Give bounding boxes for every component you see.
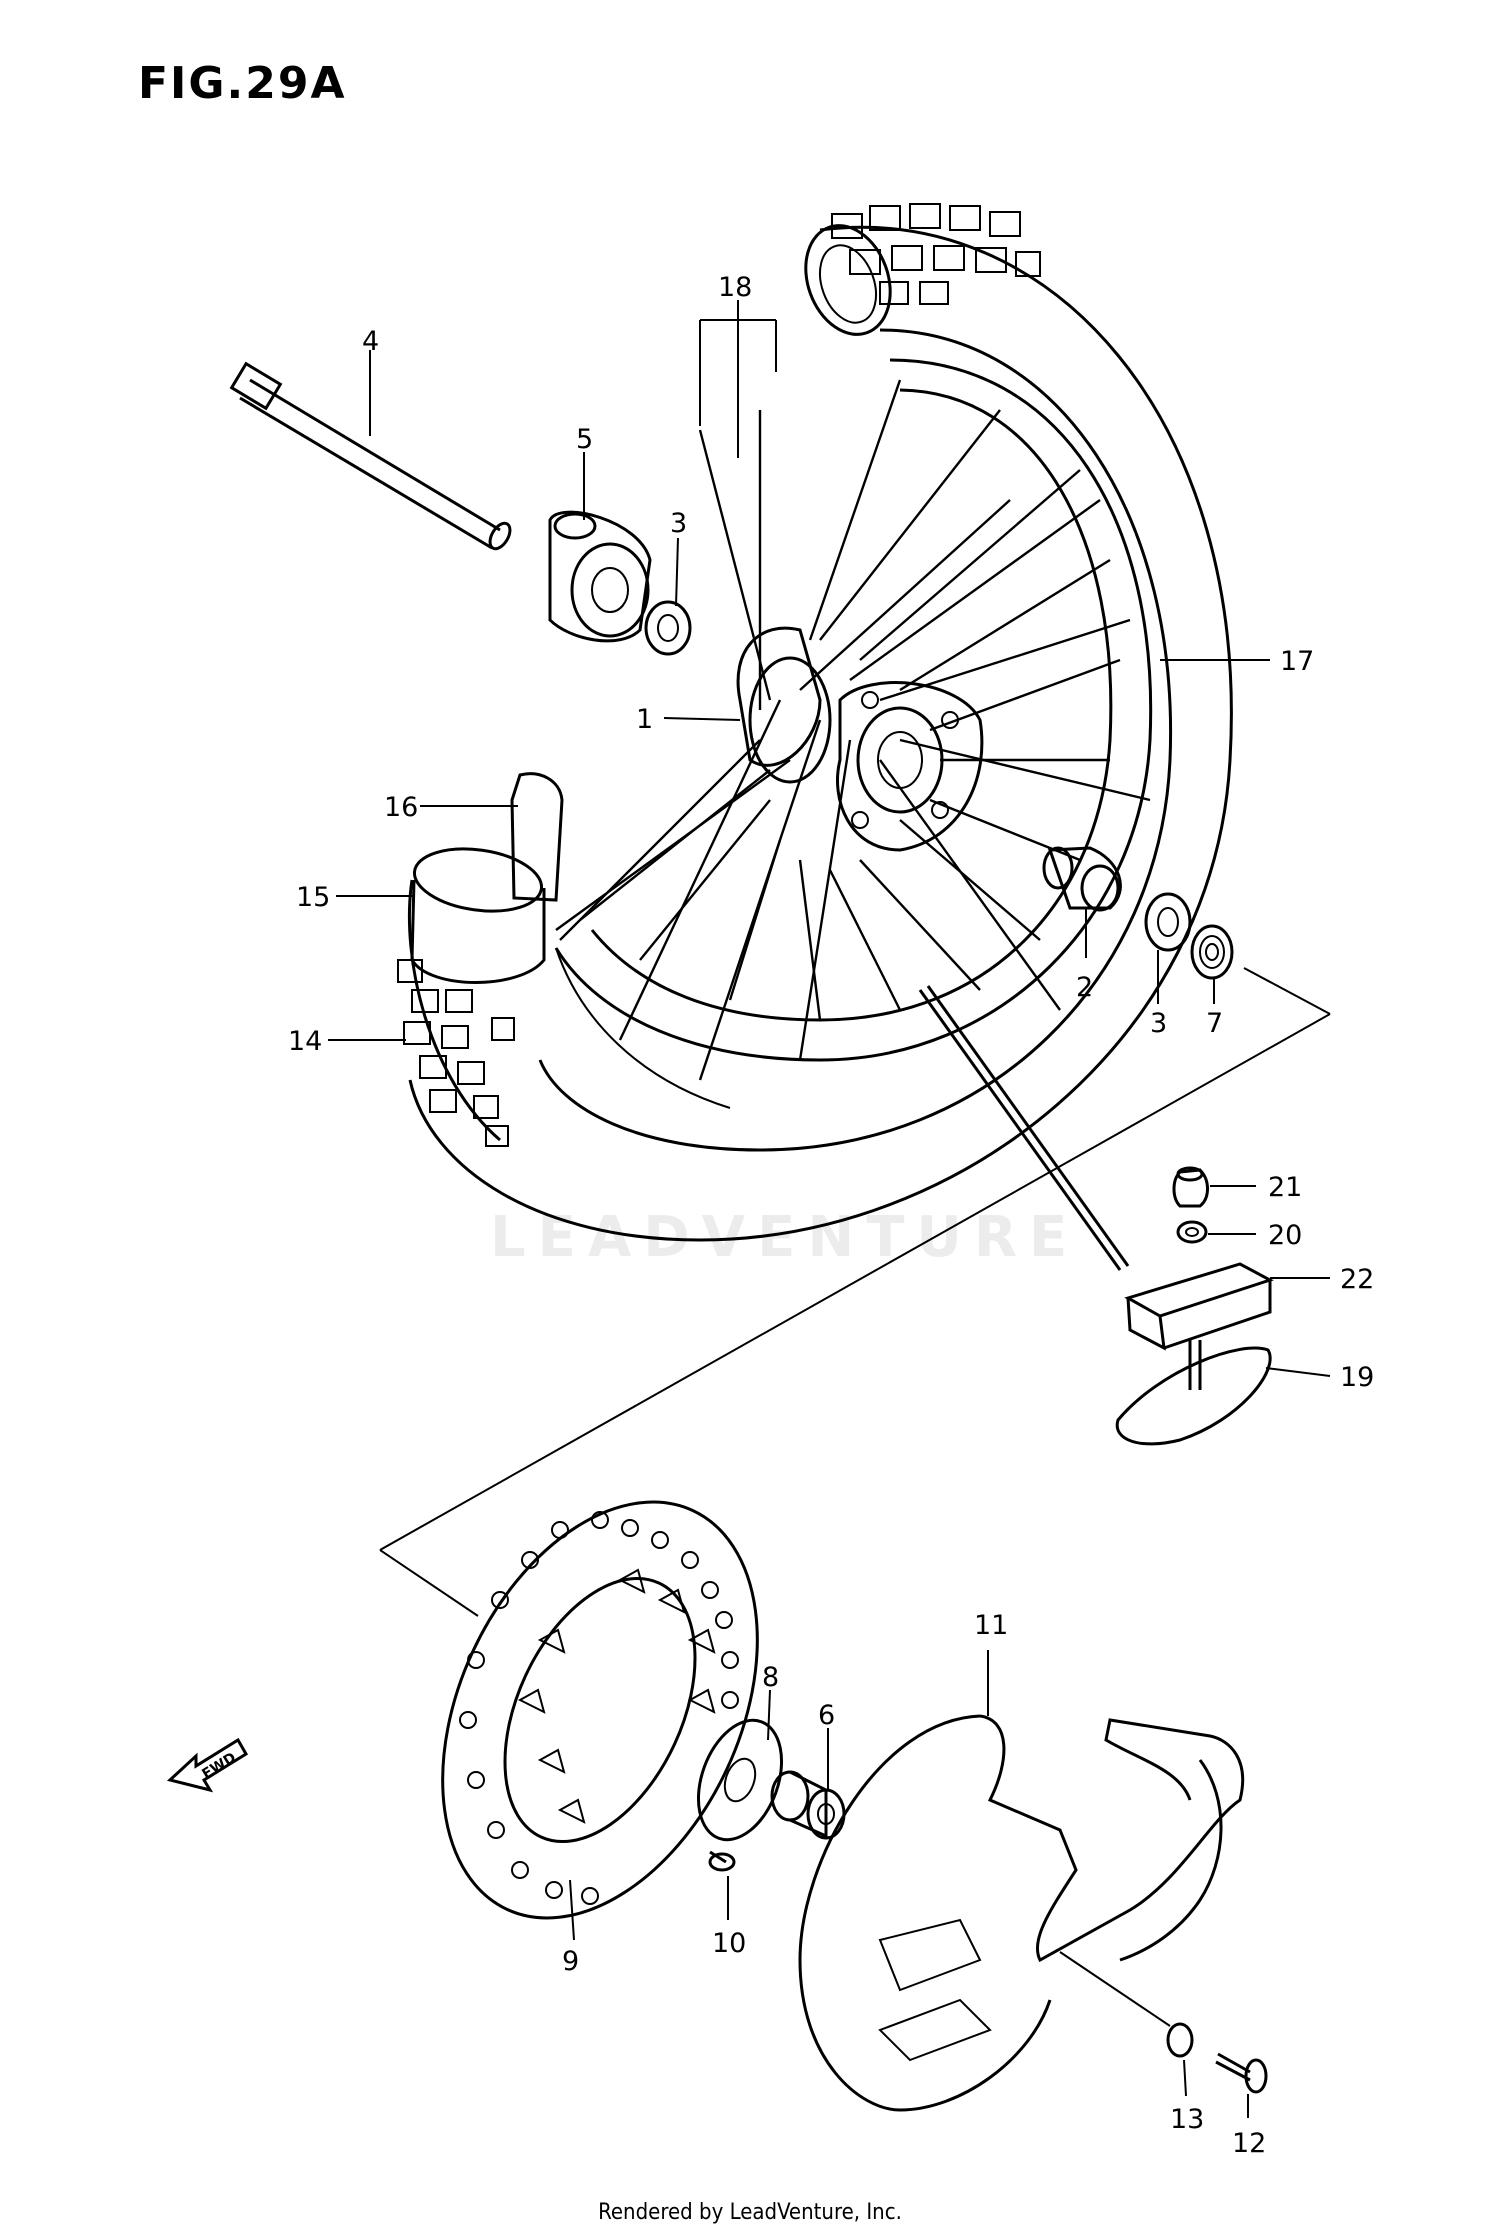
axle <box>229 361 512 551</box>
callout-20: 20 <box>1268 1220 1302 1251</box>
spacer-2 <box>1042 846 1122 912</box>
callout-12: 12 <box>1232 2128 1266 2159</box>
callout-16: 16 <box>384 792 418 823</box>
callout-21: 21 <box>1268 1172 1302 1203</box>
spokes <box>555 379 1151 1081</box>
disc-bolt <box>708 1850 736 1872</box>
rim-lock-block <box>1124 1262 1274 1351</box>
callout-4: 4 <box>362 326 379 357</box>
rim <box>554 358 1153 1109</box>
hub <box>736 626 984 852</box>
brake-disc <box>441 1500 759 1920</box>
cover-bolt <box>1215 2052 1268 2094</box>
fwd-arrow-icon: FWD <box>166 1737 249 1793</box>
leader-lines <box>328 300 1331 2118</box>
callout-9: 9 <box>562 1946 579 1977</box>
drive-plate <box>696 1718 784 1842</box>
callout-3-right: 3 <box>1150 1008 1167 1039</box>
callout-13: 13 <box>1170 2104 1204 2135</box>
spacer-6 <box>770 1770 846 1840</box>
rim-lock-washer <box>1176 1220 1208 1244</box>
callout-2: 2 <box>1076 972 1093 1003</box>
rim-lock-plate <box>1115 1340 1272 1446</box>
callout-17: 17 <box>1280 646 1314 677</box>
bearing-left <box>644 600 692 656</box>
callout-14: 14 <box>288 1026 322 1057</box>
callout-15: 15 <box>296 882 330 913</box>
callout-18: 18 <box>718 272 752 303</box>
callout-22: 22 <box>1340 1264 1374 1295</box>
tire <box>408 203 1233 1242</box>
bearing-right <box>1144 892 1192 952</box>
callout-6: 6 <box>818 1700 835 1731</box>
oil-seal <box>1190 924 1234 980</box>
callout-19: 19 <box>1340 1362 1374 1393</box>
assembly-plane-lines <box>379 967 1331 1617</box>
callout-7: 7 <box>1206 1008 1223 1039</box>
callout-1: 1 <box>636 704 653 735</box>
callout-3-left: 3 <box>670 508 687 539</box>
callout-10: 10 <box>712 1928 746 1959</box>
callout-11: 11 <box>974 1610 1008 1641</box>
cover-washer <box>1166 2022 1194 2058</box>
rim-lock-bolt <box>918 989 1122 1271</box>
disc-cover <box>798 1714 1245 2112</box>
rim-lock-nut <box>1172 1166 1209 1208</box>
callouts: 1 2 3 3 4 5 6 7 8 9 10 11 12 13 14 15 16… <box>288 272 1374 2159</box>
callout-8: 8 <box>762 1662 779 1693</box>
tube-and-cutaway <box>397 772 564 1147</box>
speedometer-gearbox <box>548 510 652 643</box>
figure-title: FIG.29A <box>138 58 347 109</box>
callout-5: 5 <box>576 424 593 455</box>
fwd-label: FWD <box>199 1750 239 1783</box>
footer-credit: Rendered by LeadVenture, Inc. <box>598 2200 902 2225</box>
